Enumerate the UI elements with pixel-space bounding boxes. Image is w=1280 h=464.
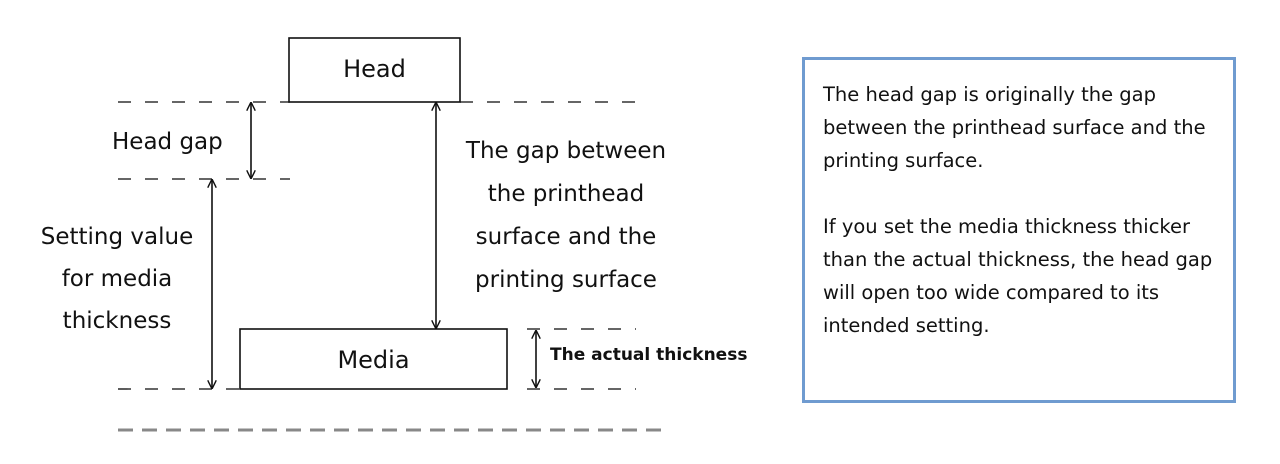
gap-between-line-4: printing surface	[475, 267, 657, 293]
gap-between-line-3: surface and the	[475, 224, 657, 250]
note-paragraph-1: The head gap is originally the gap betwe…	[823, 83, 1206, 172]
setting-value-line-1: Setting value	[40, 224, 194, 250]
gap-between-label: The gap between the printhead surface an…	[448, 130, 684, 302]
head-box	[288, 37, 461, 103]
head-label: Head	[343, 55, 406, 83]
note-panel: The head gap is originally the gap betwe…	[802, 57, 1236, 403]
gap-between-line-1: The gap between	[465, 138, 667, 164]
media-box	[239, 328, 508, 390]
head-gap-label: Head gap	[112, 129, 223, 155]
head-gap-diagram	[118, 37, 666, 432]
setting-value-line-3: thickness	[62, 308, 172, 334]
note-paragraph-2: If you set the media thickness thicker t…	[823, 215, 1213, 337]
gap-between-line-2: the printhead	[487, 181, 645, 207]
media-label: Media	[337, 346, 410, 374]
setting-value-label: Setting value for media thickness	[28, 216, 206, 342]
actual-thickness-label: The actual thickness	[550, 345, 748, 365]
setting-value-line-2: for media	[61, 266, 173, 292]
